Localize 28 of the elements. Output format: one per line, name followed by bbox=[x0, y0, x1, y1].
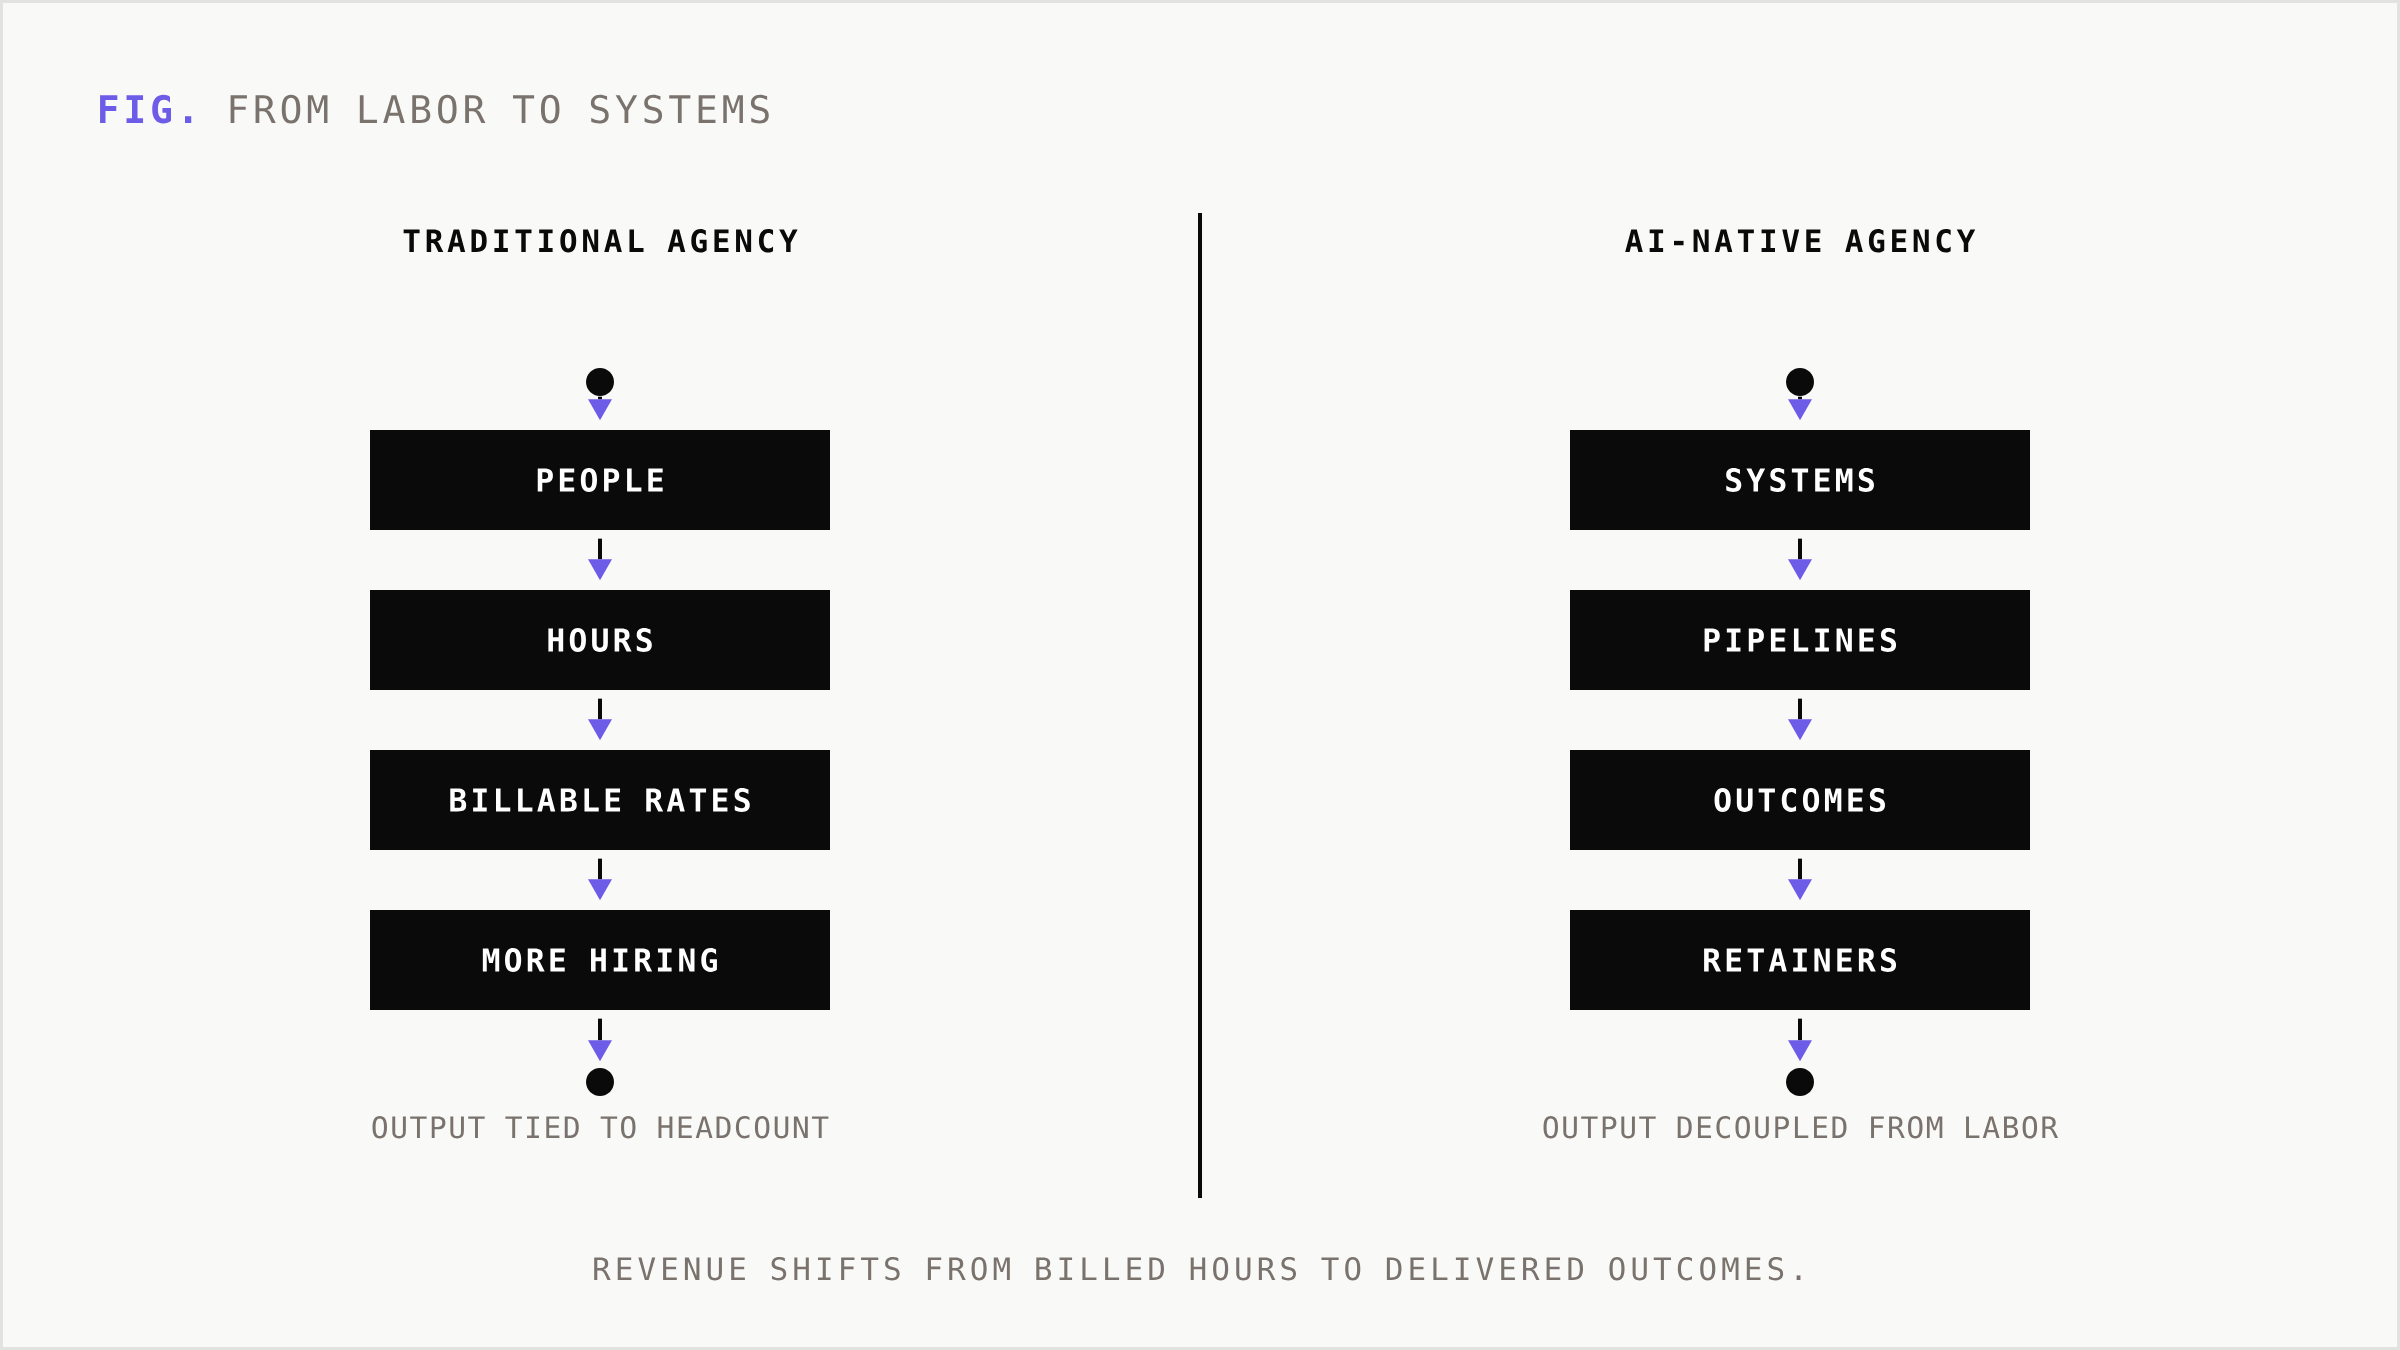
dot bbox=[1786, 1068, 1814, 1096]
arrow bbox=[1788, 858, 1812, 901]
process-box: MORE HIRING bbox=[370, 910, 830, 1010]
arrow bbox=[1788, 698, 1812, 741]
arrow bbox=[588, 538, 612, 581]
arrow bbox=[1788, 396, 1812, 421]
arrow bbox=[588, 1018, 612, 1062]
process-box: RETAINERS bbox=[1570, 910, 2030, 1010]
arrow bbox=[588, 698, 612, 741]
column-heading: TRADITIONAL AGENCY bbox=[403, 229, 798, 253]
column-heading: AI-NATIVE AGENCY bbox=[1625, 229, 1976, 253]
process-box: HOURS bbox=[370, 590, 830, 690]
process-box: BILLABLE RATES bbox=[370, 750, 830, 850]
note: OUTPUT TIED TO HEADCOUNT bbox=[372, 1116, 829, 1139]
dot bbox=[1786, 368, 1814, 396]
arrow bbox=[1788, 538, 1812, 581]
process-box: PEOPLE bbox=[370, 430, 830, 530]
title: FIG. FROM LABOR TO SYSTEMS bbox=[100, 94, 769, 124]
dot bbox=[586, 1068, 614, 1096]
arrow bbox=[588, 858, 612, 901]
dot bbox=[586, 368, 614, 396]
process-box: SYSTEMS bbox=[1570, 430, 2030, 530]
process-box: OUTCOMES bbox=[1570, 750, 2030, 850]
arrow bbox=[588, 396, 612, 421]
caption: REVENUE SHIFTS FROM BILLED HOURS TO DELIVERED OUTCOMES. bbox=[594, 1257, 1801, 1281]
note: OUTPUT DECOUPLED FROM LABOR bbox=[1543, 1116, 2059, 1139]
process-box: PIPELINES bbox=[1570, 590, 2030, 690]
arrow bbox=[1788, 1018, 1812, 1062]
